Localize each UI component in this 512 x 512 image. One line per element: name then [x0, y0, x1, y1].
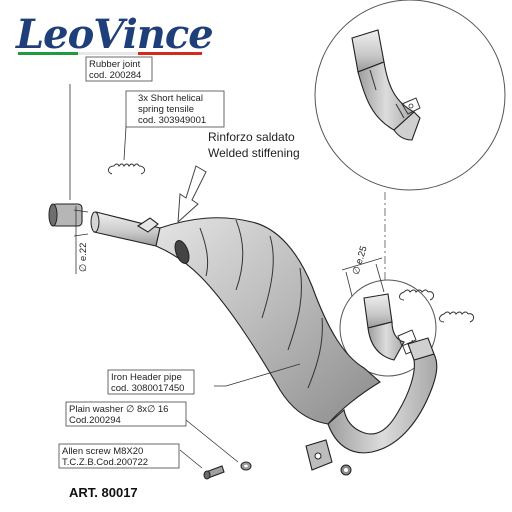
italian-flag-stripe [18, 52, 202, 55]
callout-rubber-joint: Rubber joint cod. 200284 [85, 56, 153, 82]
detail-circle-top [314, 0, 506, 191]
nut-icon [340, 464, 352, 476]
stiffening-italian: Rinforzo saldato [208, 130, 295, 144]
callout-header-pipe: Iron Header pipe cod. 3080017450 [107, 369, 195, 395]
springs-title: 3x Short helical [138, 93, 203, 104]
leader-washer [185, 419, 239, 463]
expansion-chamber [155, 217, 381, 425]
rubber-joint-icon [48, 203, 83, 227]
screw-code: T.C.Z.B.Cod.200722 [62, 457, 148, 468]
welded-stiffening-tab [136, 217, 159, 233]
arrow-down-icon [177, 165, 207, 224]
detail-pipe-top [351, 29, 421, 141]
spring-icon-outlet-2 [439, 311, 475, 323]
exhaust-header-pipe [90, 211, 438, 471]
header-pipe-title: Iron Header pipe [111, 372, 182, 383]
callout-washer: Plain washer ∅ 8x∅ 16 Cod.200294 [65, 401, 187, 427]
rubber-joint-title: Rubber joint [89, 59, 141, 70]
header-pipe-code: cod. 3080017450 [111, 383, 184, 394]
screw-title: Allen screw M8X20 [62, 446, 143, 457]
callout-stiffening: Rinforzo saldato Welded stiffening [208, 130, 300, 160]
allen-screw-icon [203, 465, 225, 480]
springs-subtitle: spring tensile [138, 104, 194, 115]
logo-wordmark: LeoVince [15, 11, 213, 58]
springs-code: cod. 303949001 [138, 115, 206, 126]
washer-icon [240, 461, 252, 471]
spring-icon-outlet-1 [399, 289, 435, 301]
outlet-diameter-label: ∅ e.25 [351, 245, 370, 276]
callout-springs: 3x Short helical spring tensile cod. 303… [125, 90, 225, 128]
rubber-joint-code: cod. 200284 [89, 70, 141, 81]
spring-hook-icon [401, 97, 421, 115]
stiffening-english: Welded stiffening [208, 146, 300, 160]
article-number: ART. 80017 [69, 485, 138, 500]
callout-screw: Allen screw M8X20 T.C.Z.B.Cod.200722 [58, 443, 180, 469]
washer-code: Cod.200294 [69, 415, 121, 426]
leader-header-pipe [214, 363, 301, 387]
brand-logo: LeoVince [15, 11, 214, 58]
inlet-diameter-dimension: ∅ e.22 [73, 206, 89, 274]
spring-icon [107, 163, 146, 175]
washer-title: Plain washer ∅ 8x∅ 16 [69, 404, 168, 415]
leader-screw [179, 449, 203, 469]
inlet-diameter-label: ∅ e.22 [78, 243, 89, 272]
